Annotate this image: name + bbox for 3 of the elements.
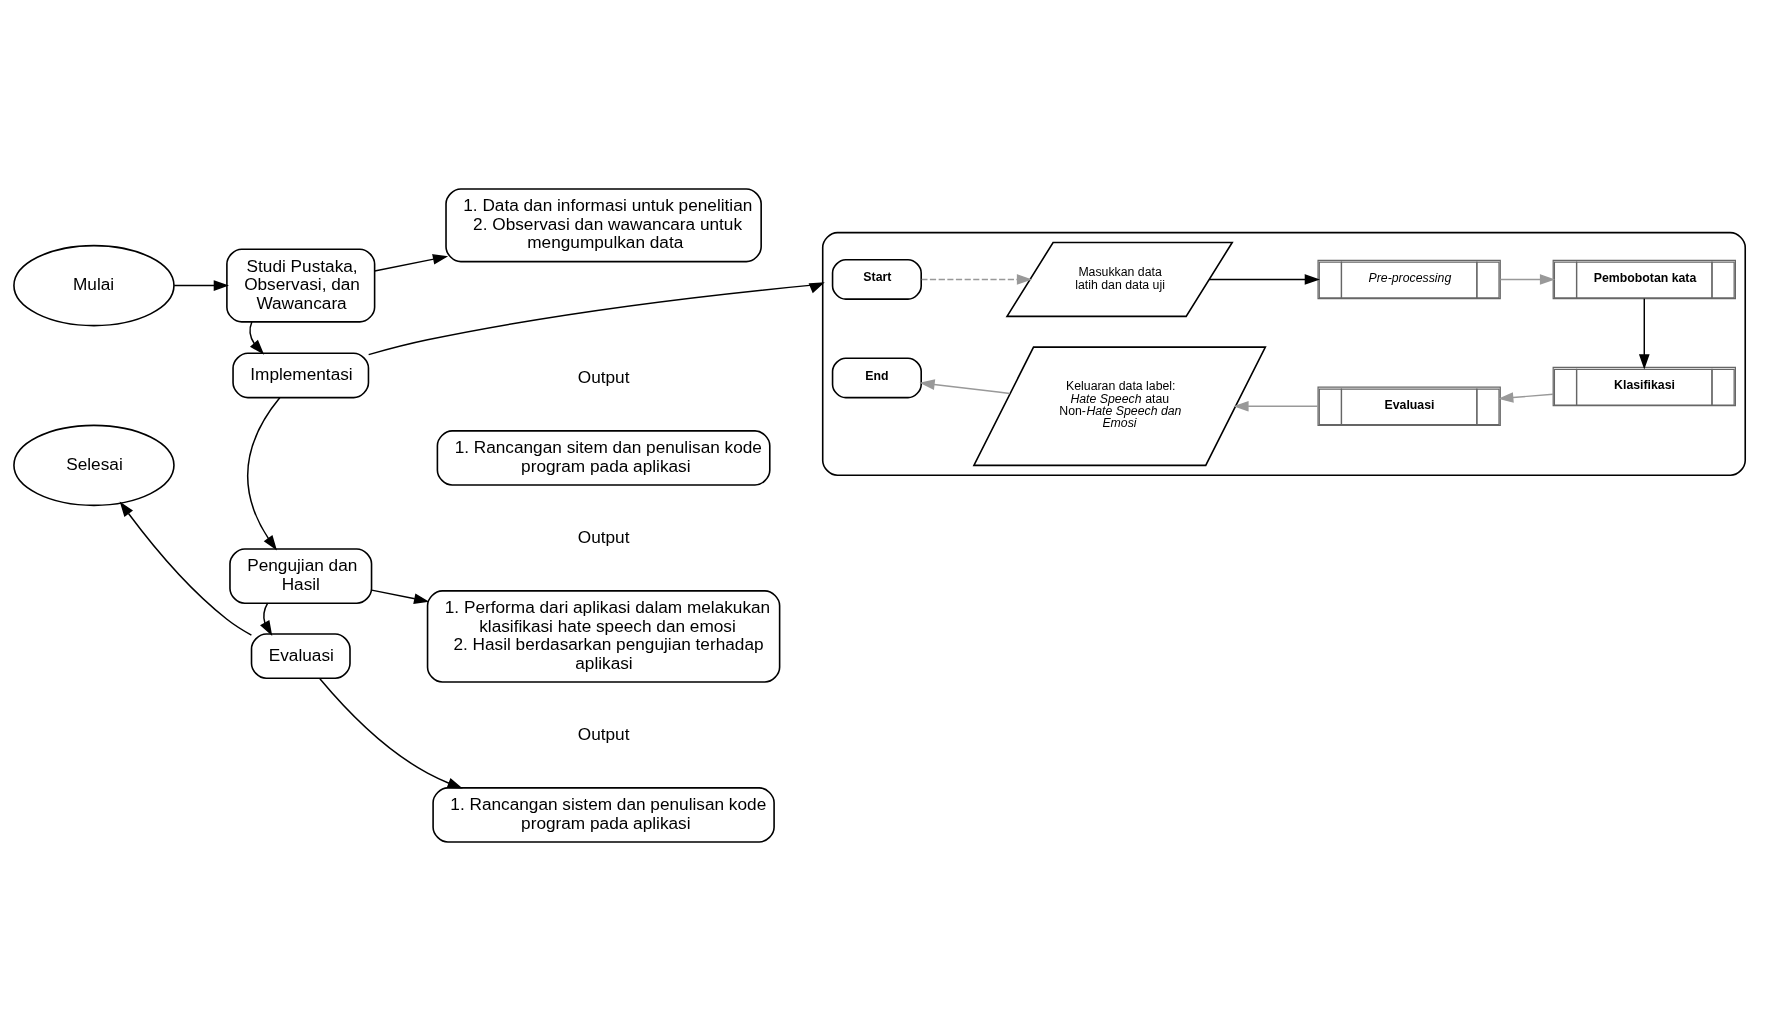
label: Output [577, 722, 629, 743]
label: Output [577, 365, 629, 386]
label: Output [577, 526, 629, 547]
